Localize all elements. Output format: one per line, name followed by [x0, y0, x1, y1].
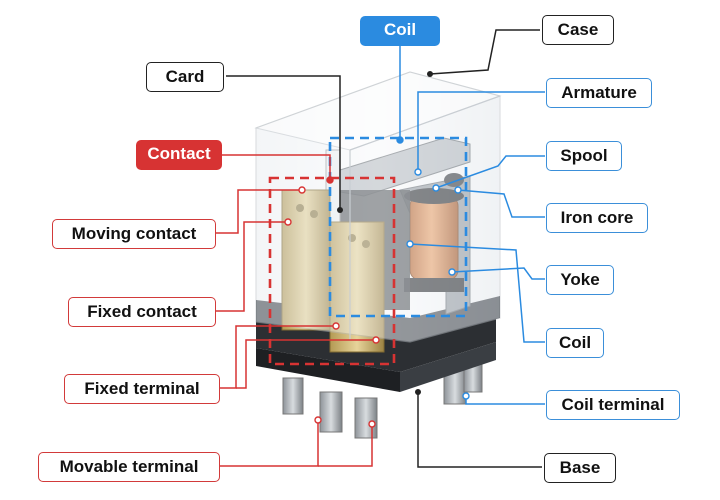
terminal-pin: [319, 391, 343, 433]
terminal-pin: [354, 397, 378, 439]
fixed-terminal-label: Fixed terminal: [64, 374, 220, 404]
terminals: [282, 361, 483, 439]
card-label: Card: [146, 62, 224, 92]
leaders-coil: [399, 45, 545, 405]
coil-group-label: Coil: [360, 16, 440, 46]
terminal-pin: [282, 377, 304, 415]
leaders-contact: [214, 154, 376, 467]
coil-label: Coil: [546, 328, 604, 358]
leaders-structure: [226, 29, 542, 468]
movable-terminal-label: Movable terminal: [38, 452, 220, 482]
fixed-contact-label: Fixed contact: [68, 297, 216, 327]
case-label: Case: [542, 15, 614, 45]
case-shell: [254, 71, 502, 343]
moving-contact-label: Moving contact: [52, 219, 216, 249]
coil-terminal-label: Coil terminal: [546, 390, 680, 420]
spool-label: Spool: [546, 141, 622, 171]
armature-label: Armature: [546, 78, 652, 108]
contact-group-label: Contact: [136, 140, 222, 170]
base-label: Base: [544, 453, 616, 483]
iron-core-label: Iron core: [546, 203, 648, 233]
yoke-label: Yoke: [546, 265, 614, 295]
leader-dots-structure: [337, 71, 433, 395]
